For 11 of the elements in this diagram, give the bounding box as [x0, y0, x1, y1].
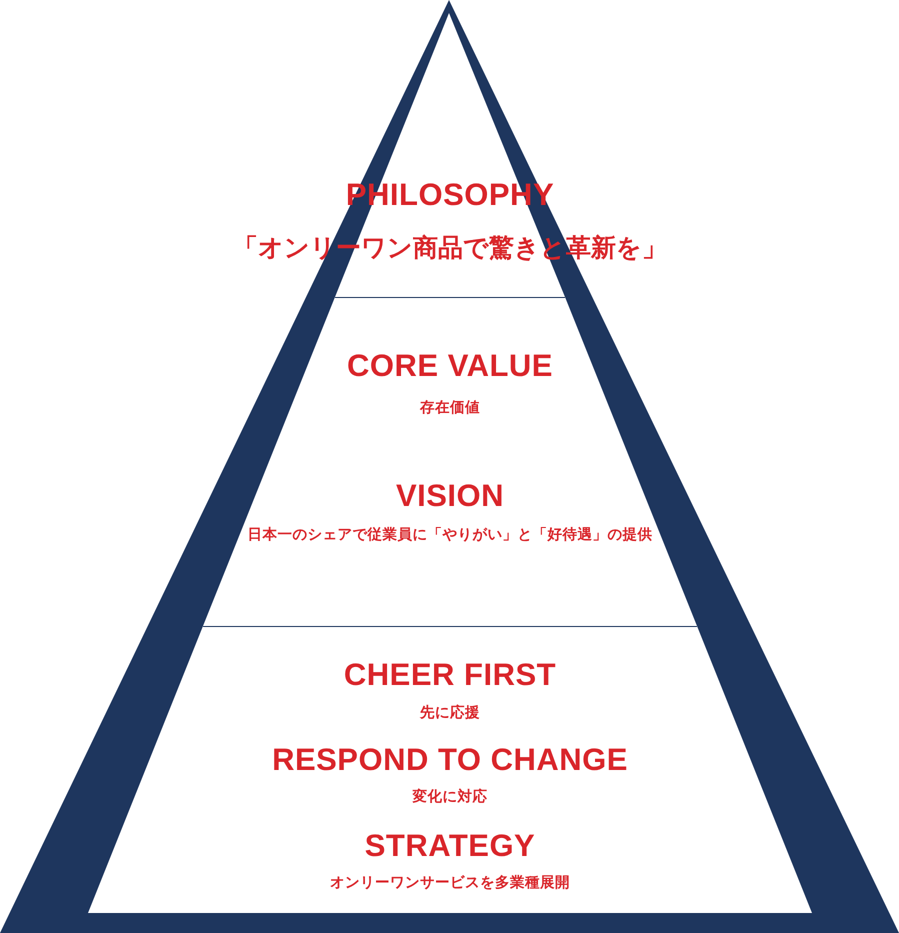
tier-subtitle: 先に応援 [420, 703, 480, 723]
tier-heading: STRATEGY [364, 828, 536, 864]
tier-heading: RESPOND TO CHANGE [272, 742, 628, 778]
tier-heading: CHEER FIRST [344, 657, 556, 693]
tier-subtitle: 存在価値 [420, 399, 480, 418]
tier-subtitle: オンリーワンサービスを多業種展開 [330, 874, 570, 893]
pyramid-tier [88, 626, 812, 913]
tier-subtitle: 変化に対応 [412, 787, 488, 807]
tier-subtitle: 日本一のシェアで従業員に「やりがい」と「好待遇」の提供 [248, 526, 652, 545]
tier-heading: CORE VALUE [347, 348, 553, 384]
tier-heading: VISION [396, 478, 504, 514]
